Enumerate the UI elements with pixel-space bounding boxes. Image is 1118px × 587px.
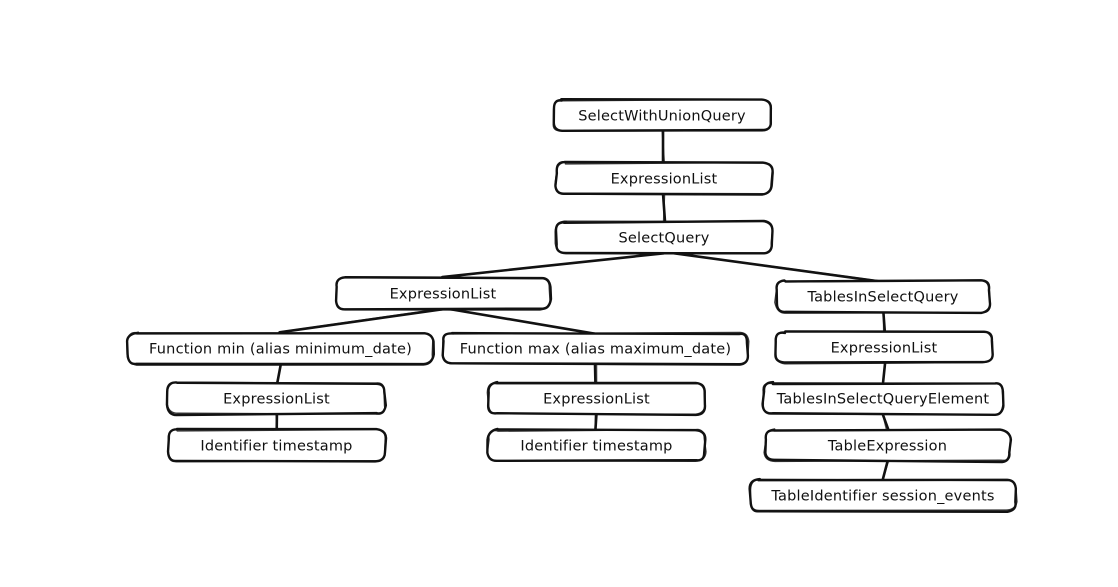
node-label: ExpressionList bbox=[390, 287, 497, 303]
node-label: ExpressionList bbox=[831, 341, 938, 357]
node-outline-sketch bbox=[552, 98, 773, 132]
node-outline-sketch bbox=[335, 276, 551, 311]
node-label: TableIdentifier session_events bbox=[770, 489, 994, 505]
tree-node[interactable]: Function max (alias maximum_date) bbox=[441, 331, 750, 366]
node-outline-sketch bbox=[763, 428, 1012, 463]
tree-node[interactable]: TableIdentifier session_events bbox=[748, 477, 1018, 514]
node-outline-sketch bbox=[774, 279, 991, 314]
tree-edge bbox=[663, 250, 884, 284]
tree-node[interactable]: ExpressionList bbox=[774, 330, 994, 365]
tree-edge bbox=[661, 130, 666, 165]
tree-edge bbox=[593, 363, 598, 385]
node-outline-sketch bbox=[486, 382, 706, 416]
node-label: SelectWithUnionQuery bbox=[578, 109, 746, 125]
node-outline-sketch bbox=[126, 331, 434, 366]
tree-edge bbox=[881, 362, 887, 385]
node-outline-sketch bbox=[167, 428, 386, 463]
node-outline-sketch bbox=[762, 382, 1005, 416]
node-outline-sketch bbox=[554, 161, 774, 195]
tree-node[interactable]: ExpressionList bbox=[334, 276, 553, 311]
tree-node[interactable]: Function min (alias minimum_date) bbox=[125, 331, 436, 366]
tree-node[interactable]: ExpressionList bbox=[486, 380, 707, 417]
node-outline-sketch bbox=[554, 220, 774, 254]
edge-layer bbox=[275, 130, 890, 482]
node-label: Identifier timestamp bbox=[200, 439, 352, 455]
node-outline-sketch bbox=[774, 330, 994, 365]
node-outline-sketch bbox=[749, 478, 1018, 512]
tree-edge bbox=[278, 307, 445, 334]
node-layer: SelectWithUnionQueryExpressionListSelect… bbox=[125, 98, 1018, 514]
tree-edge bbox=[881, 412, 890, 431]
tree-node[interactable]: ExpressionList bbox=[554, 160, 774, 196]
node-label: TableExpression bbox=[827, 439, 947, 455]
node-outline-sketch bbox=[442, 331, 750, 366]
tree-edge bbox=[440, 251, 666, 279]
node-label: TablesInSelectQuery bbox=[806, 290, 958, 306]
tree-node[interactable]: TablesInSelectQuery bbox=[774, 279, 992, 315]
tree-node[interactable]: Identifier timestamp bbox=[166, 427, 388, 463]
tree-edge bbox=[275, 411, 279, 431]
tree-node[interactable]: SelectWithUnionQuery bbox=[552, 98, 773, 133]
node-label: ExpressionList bbox=[543, 392, 650, 408]
tree-node[interactable]: Identifier timestamp bbox=[486, 427, 707, 463]
tree-node[interactable]: ExpressionList bbox=[165, 381, 388, 417]
node-label: ExpressionList bbox=[223, 392, 330, 408]
tree-edge bbox=[881, 309, 887, 335]
node-outline-sketch bbox=[486, 428, 707, 463]
node-label: Identifier timestamp bbox=[520, 439, 672, 455]
tree-edge bbox=[594, 413, 598, 432]
tree-node[interactable]: TableExpression bbox=[763, 428, 1013, 464]
node-label: SelectQuery bbox=[619, 231, 710, 247]
tree-edge bbox=[275, 362, 283, 385]
tree-edge bbox=[442, 306, 596, 335]
node-label: TablesInSelectQueryElement bbox=[776, 392, 990, 408]
tree-node[interactable]: TablesInSelectQueryElement bbox=[761, 380, 1005, 416]
node-label: ExpressionList bbox=[611, 172, 718, 188]
node-label: Function min (alias minimum_date) bbox=[149, 342, 412, 358]
node-label: Function max (alias maximum_date) bbox=[460, 342, 731, 358]
tree-node[interactable]: SelectQuery bbox=[554, 219, 774, 255]
node-outline-sketch bbox=[166, 381, 386, 415]
tree-edge bbox=[881, 458, 890, 482]
tree-edge bbox=[661, 192, 667, 223]
